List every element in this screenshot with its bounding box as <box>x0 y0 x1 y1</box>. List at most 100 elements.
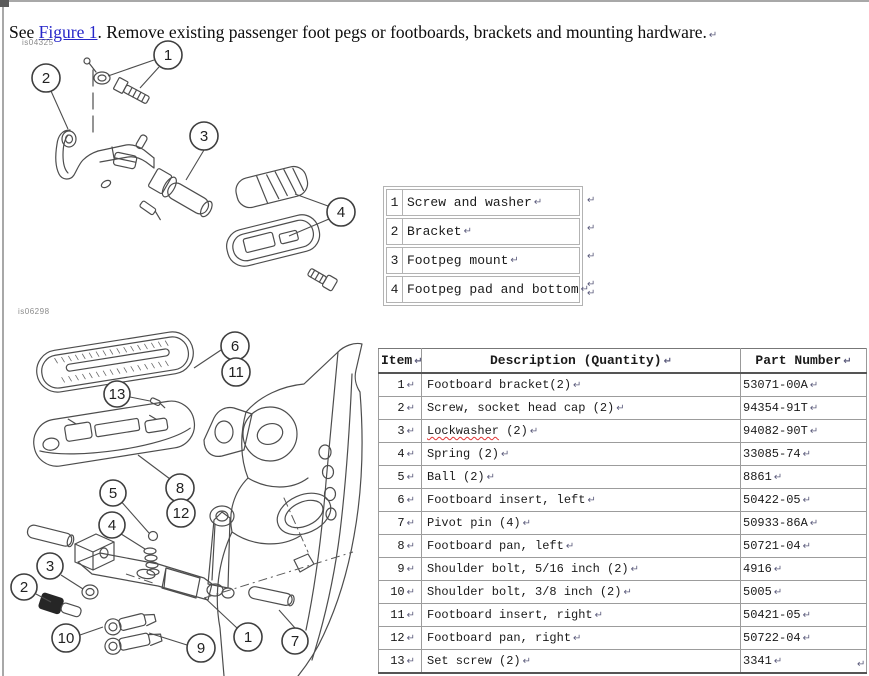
cell-item: 13↵ <box>378 649 422 674</box>
row-end-mark: ↵ <box>587 222 596 234</box>
leader-2 <box>50 90 69 130</box>
page-corner <box>0 0 9 7</box>
callout-6: 6 <box>220 331 250 361</box>
cell-part-number: 5005↵ <box>740 580 867 604</box>
cell-item: 7↵ <box>378 511 422 535</box>
return-mark: ↵ <box>406 564 415 575</box>
table-row: 5↵Ball (2)↵8861↵ <box>378 465 867 489</box>
legend-item-number: 3 <box>387 248 403 273</box>
return-mark: ↵ <box>406 426 415 437</box>
footboard-cover-art <box>36 331 194 393</box>
cell-item: 5↵ <box>378 465 422 489</box>
cell-item: 3↵ <box>378 419 422 443</box>
cell-item: 11↵ <box>378 603 422 627</box>
callout-10: 10 <box>51 623 81 653</box>
return-mark: ↵ <box>406 587 415 598</box>
footpeg-mount-art <box>148 168 213 218</box>
legend-item-description: Footpeg mount <box>407 253 509 268</box>
leader-13 <box>129 396 151 402</box>
knurled-screw-art <box>38 592 82 618</box>
cell-description: Spring (2)↵ <box>421 442 741 466</box>
page-top-border <box>0 0 869 2</box>
return-mark: ↵ <box>406 633 415 644</box>
shoulder-bolt-10-art <box>104 613 157 636</box>
return-mark: ↵ <box>522 518 532 529</box>
footpeg-pad-art <box>226 165 338 292</box>
spring-axis-dashed <box>125 573 157 585</box>
table-row: 13↵Set screw (2)↵3341↵ <box>378 649 867 674</box>
parts-table-header-row: Item↵ Description (Quantity)↵ Part Numbe… <box>378 348 867 374</box>
callout-3: 3 <box>189 121 219 151</box>
callout-13: 13 <box>103 380 131 408</box>
legend-item-description: Footpeg pad and bottom <box>407 282 579 297</box>
callout-7: 7 <box>281 627 309 655</box>
return-mark: ↵ <box>406 656 415 667</box>
cell-part-number: 8861↵ <box>740 465 867 489</box>
return-mark: ↵ <box>809 380 819 391</box>
return-mark: ↵ <box>773 564 783 575</box>
cell-part-number: 50721-04↵ <box>740 534 867 558</box>
table-row: 12↵Footboard pan, right↵50722-04↵ <box>378 626 867 650</box>
return-mark: ↵ <box>501 449 510 460</box>
return-mark: ↵ <box>406 380 415 391</box>
footboard-bracket-art <box>74 505 235 601</box>
callout-4: 4 <box>326 197 356 227</box>
leader-4a <box>294 193 329 207</box>
return-mark: ↵ <box>406 518 415 529</box>
spring-art <box>143 547 160 576</box>
cell-description: Pivot pin (4)↵ <box>421 511 741 535</box>
cell-description: Footboard pan, left↵ <box>421 534 741 558</box>
return-mark: ↵ <box>406 403 415 414</box>
cell-item: 8↵ <box>378 534 422 558</box>
cell-item: 9↵ <box>378 557 422 581</box>
return-mark: ↵ <box>623 587 632 598</box>
header-description: Description (Quantity)↵ <box>421 348 741 374</box>
cell-part-number: 53071-00A↵ <box>740 372 867 397</box>
figure2-image-id: is06298 <box>18 307 50 316</box>
leader-1 <box>204 597 238 629</box>
cell-item: 1↵ <box>378 372 422 397</box>
callout-5: 5 <box>99 479 127 507</box>
return-mark: ↵ <box>573 380 582 391</box>
callout-11-label: 11 <box>228 364 244 381</box>
leader-7 <box>278 609 296 629</box>
cell-item: 4↵ <box>378 442 422 466</box>
return-mark: ↵ <box>802 495 811 506</box>
cell-description: Footboard insert, left↵ <box>421 488 741 512</box>
return-mark: ↵ <box>406 472 415 483</box>
after-parts-return-mark: ↵ <box>857 659 866 670</box>
cell-description: Screw, socket head cap (2)↵ <box>421 396 741 420</box>
return-mark: ↵ <box>616 403 625 414</box>
cell-description: Footboard insert, right↵ <box>421 603 741 627</box>
return-mark: ↵ <box>406 541 415 552</box>
callout-8-label: 8 <box>176 480 184 497</box>
table-row: 9↵Shoulder bolt, 5/16 inch (2)↵4916↵ <box>378 557 867 581</box>
footboard-pan-art <box>33 400 196 467</box>
table-row: 7↵Pivot pin (4)↵50933-86A↵ <box>378 511 867 535</box>
return-mark: ↵ <box>708 29 718 41</box>
table-row: 11↵Footboard insert, right↵50421-05↵ <box>378 603 867 627</box>
figure1-link[interactable]: Figure 1 <box>38 21 98 42</box>
callout-8: 8 <box>165 473 195 503</box>
callout-4: 4 <box>98 511 126 539</box>
callout-7-label: 7 <box>291 633 299 650</box>
leader-4b <box>288 218 330 237</box>
callout-13-label: 13 <box>109 386 126 403</box>
cell-description: Ball (2)↵ <box>421 465 741 489</box>
return-mark: ↵ <box>773 472 783 483</box>
callout-2: 2 <box>31 63 61 93</box>
small-hardware-art <box>100 134 161 221</box>
return-mark: ↵ <box>533 197 543 208</box>
row-end-mark: ↵ <box>587 250 596 262</box>
legend-item-number: 1 <box>387 190 403 215</box>
return-mark: ↵ <box>565 541 575 552</box>
leader-3 <box>185 149 205 181</box>
return-mark: ↵ <box>580 284 590 295</box>
return-mark: ↵ <box>809 426 819 437</box>
leader-3 <box>60 574 84 590</box>
return-mark: ↵ <box>406 449 415 460</box>
